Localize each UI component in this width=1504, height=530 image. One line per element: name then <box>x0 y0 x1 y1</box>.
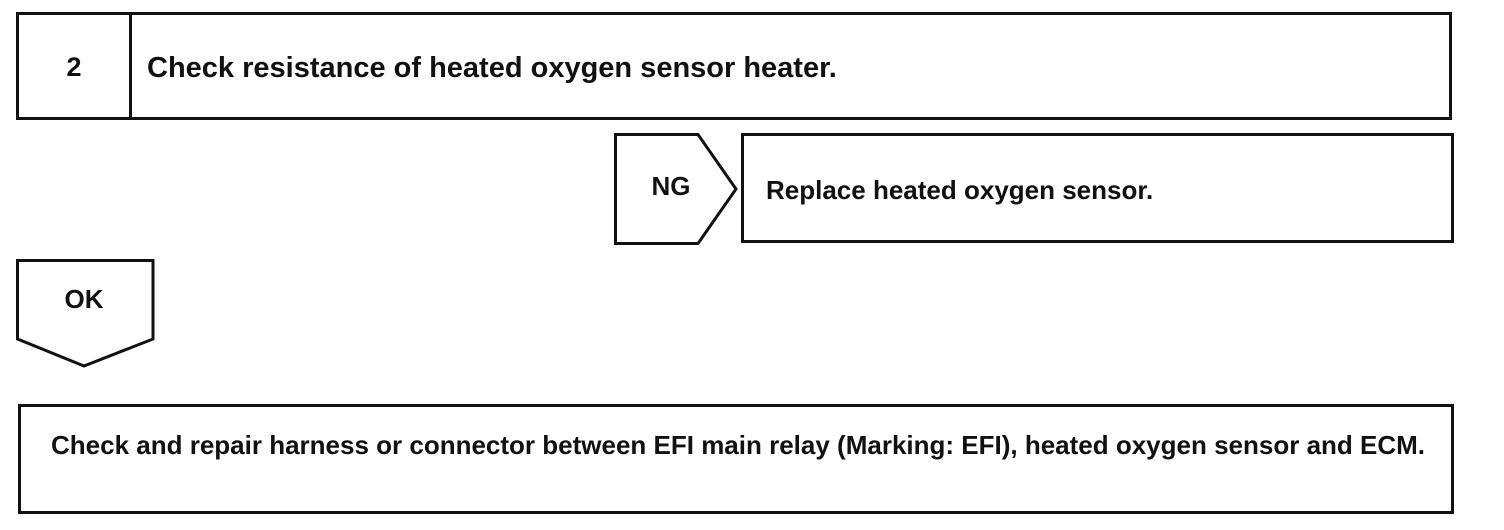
step-number: 2 <box>66 52 82 82</box>
ok-arrow-shape <box>16 259 155 368</box>
final-action-box: Check and repair harness or connector be… <box>18 404 1454 514</box>
ok-label: OK <box>64 284 104 314</box>
ng-action-text: Replace heated oxygen sensor. <box>766 175 1154 205</box>
step-title: Check resistance of heated oxygen sensor… <box>147 52 837 84</box>
final-action-text: Check and repair harness or connector be… <box>51 430 1426 460</box>
ng-arrow-shape <box>614 133 738 245</box>
step-box: 2 Check resistance of heated oxygen sens… <box>16 12 1452 120</box>
step-number-cell: 2 <box>19 15 132 117</box>
ng-action-box: Replace heated oxygen sensor. <box>741 133 1454 243</box>
ng-label: NG <box>651 171 691 201</box>
